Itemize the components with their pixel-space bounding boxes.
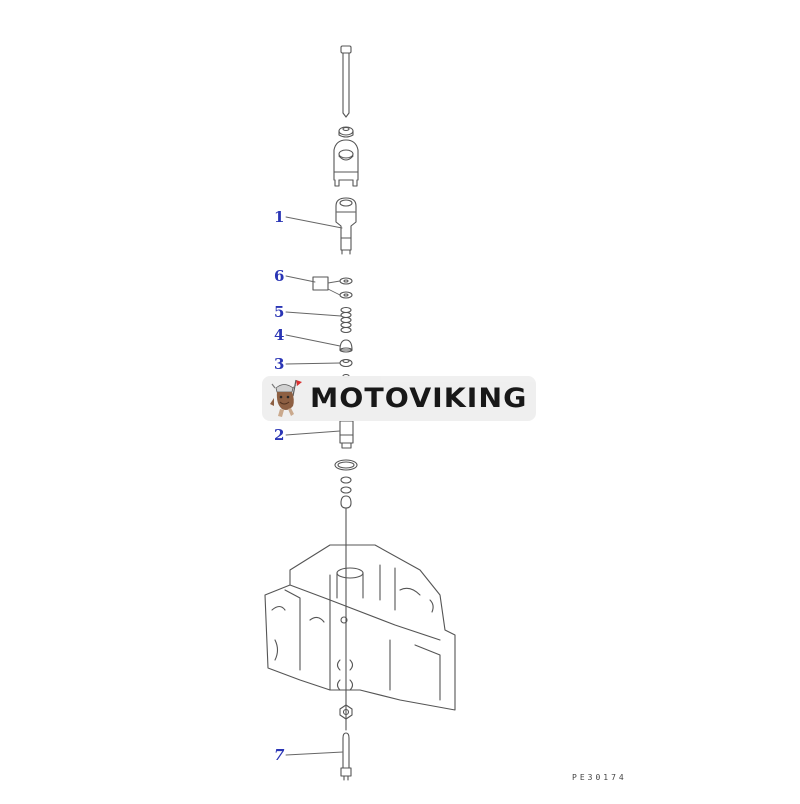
bolt-part-7 — [339, 704, 353, 781]
washers-part-6 — [312, 276, 353, 299]
top-bolt-part — [340, 45, 352, 118]
callout-3: 3 — [274, 355, 285, 373]
callout-2: 2 — [274, 426, 285, 444]
callout-5: 5 — [274, 303, 285, 321]
ring-part-3 — [339, 358, 353, 379]
watermark-banner: MOTOVIKING — [262, 376, 536, 421]
spring-part-5 — [340, 306, 352, 334]
injector-part-1 — [335, 197, 357, 255]
callout-7: 7 — [274, 746, 285, 764]
leader-lines — [285, 216, 344, 756]
viking-mascot-icon — [270, 379, 302, 417]
washer-part — [338, 126, 354, 138]
brand-name: MOTOVIKING — [310, 383, 528, 414]
callout-1: 1 — [274, 208, 285, 226]
cylinder-head-block — [264, 544, 456, 711]
cap-part-4 — [339, 339, 353, 353]
callout-6: 6 — [274, 267, 285, 285]
drawing-code: PE30174 — [572, 773, 627, 782]
sleeve-part-2 — [339, 420, 354, 449]
callout-4: 4 — [274, 326, 285, 344]
rocker-cap-part — [333, 139, 359, 187]
